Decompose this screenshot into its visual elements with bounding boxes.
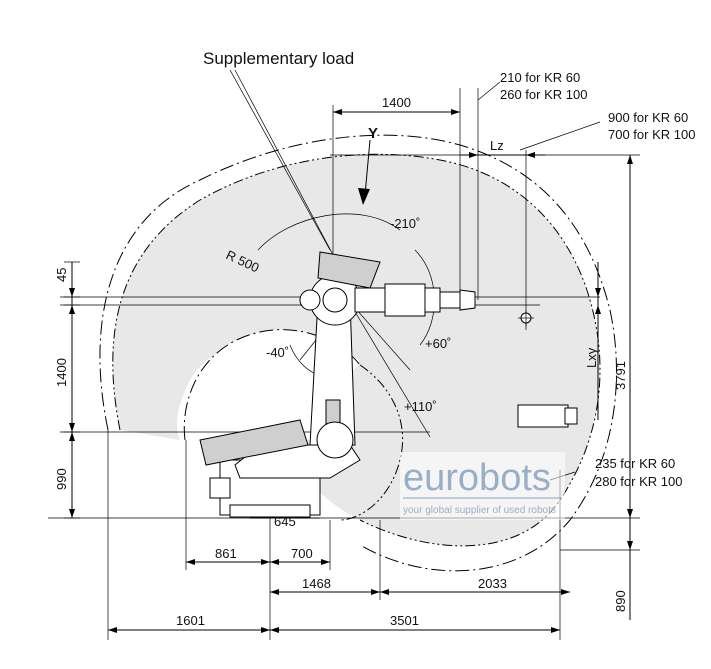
note-260-kr100: 260 for KR 100 [500,87,587,102]
watermark-tagline: your global supplier of used robots [403,505,556,516]
note-235-kr60: 235 for KR 60 [595,456,675,471]
note-900-kr60: 900 for KR 60 [608,110,688,125]
r500-arc [257,213,401,251]
label-lz: Lz [490,138,504,153]
dim-1400-left: 1400 [54,358,69,387]
dim-700: 700 [291,546,313,561]
robot-wrist-low [517,404,569,428]
note-700-kr100: 700 for KR 100 [608,127,695,142]
envelope-outer-curve [99,134,617,572]
note-280-kr100: 280 for KR 100 [595,474,682,489]
dim-2033: 2033 [478,576,507,591]
dim-1601: 1601 [176,613,205,628]
envelope-small-curve [339,364,404,521]
dim-1468: 1468 [302,576,331,591]
dim-3501: 3501 [390,613,419,628]
dim-1400-top: 1400 [382,95,411,110]
label-supplementary-load: Supplementary load [203,49,354,68]
label-angle-plus110: +110˚ [404,399,437,414]
note-210-kr60: 210 for KR 60 [500,70,580,85]
dim-861: 861 [215,546,237,561]
dim-45: 45 [54,268,69,282]
label-angle-minus40: -40˚ [266,345,289,360]
label-y-axis: Y [368,125,378,142]
dim-990: 990 [54,468,69,490]
dim-645: 645 [274,514,296,529]
label-angle-plus60: +60˚ [425,336,451,351]
dim-3791: 3791 [613,361,628,390]
label-lxy: Lxy [584,347,599,368]
dim-890: 890 [613,590,628,612]
watermark-backdrop [400,452,565,520]
robot-counterweight [199,419,309,466]
label-angle-minus210: -210˚ [390,216,420,231]
watermark-brand: eurobots [403,457,551,499]
